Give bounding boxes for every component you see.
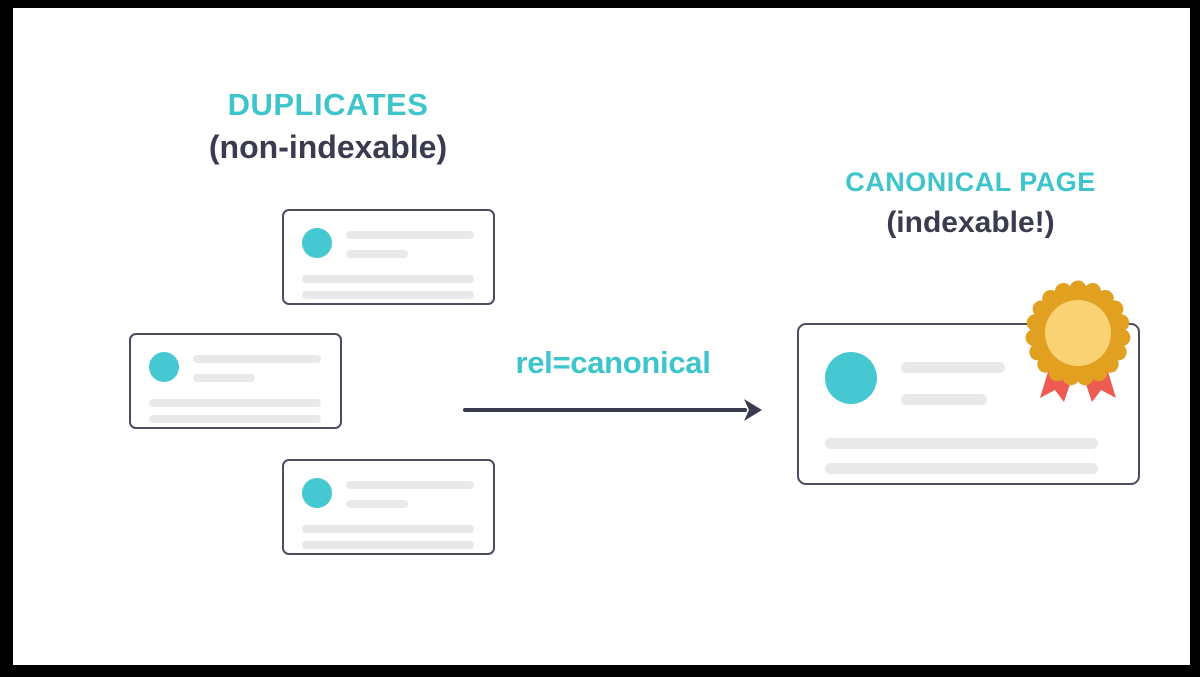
placeholder-line-body-2: [149, 415, 321, 423]
placeholder-line-title: [346, 231, 474, 239]
placeholder-line-subtitle: [346, 250, 408, 258]
duplicates-subtitle: (non-indexable): [208, 129, 448, 166]
placeholder-line-body-2: [825, 463, 1098, 474]
canonical-subtitle: (indexable!): [886, 205, 1055, 239]
placeholder-line-body-2: [302, 291, 474, 299]
rel-canonical-arrow-icon: [463, 399, 762, 421]
canonical-heading: CANONICAL PAGE (indexable!): [793, 167, 1148, 239]
placeholder-line-title: [193, 355, 321, 363]
placeholder-line-title: [346, 481, 474, 489]
placeholder-line-subtitle: [193, 374, 255, 382]
placeholder-line-body-2: [302, 541, 474, 549]
placeholder-line-body-1: [302, 275, 474, 283]
avatar-circle-icon: [825, 352, 877, 404]
placeholder-line-subtitle: [901, 394, 987, 405]
duplicate-card-1: [282, 209, 495, 305]
placeholder-line-body-1: [149, 399, 321, 407]
duplicates-title: DUPLICATES: [227, 87, 429, 122]
placeholder-line-body-1: [302, 525, 474, 533]
avatar-circle-icon: [149, 352, 179, 382]
diagram-canvas: DUPLICATES (non-indexable) CANONICAL PAG…: [13, 8, 1190, 665]
avatar-circle-icon: [302, 228, 332, 258]
canonical-card: [797, 323, 1140, 485]
canonical-title: CANONICAL PAGE: [845, 167, 1096, 197]
placeholder-line-title: [901, 362, 1005, 373]
placeholder-line-subtitle: [346, 500, 408, 508]
avatar-circle-icon: [302, 478, 332, 508]
duplicate-card-3: [282, 459, 495, 555]
duplicates-heading: DUPLICATES (non-indexable): [153, 87, 503, 166]
placeholder-line-body-1: [825, 438, 1098, 449]
rel-canonical-label: rel=canonical: [515, 345, 711, 380]
duplicate-card-2: [129, 333, 342, 429]
